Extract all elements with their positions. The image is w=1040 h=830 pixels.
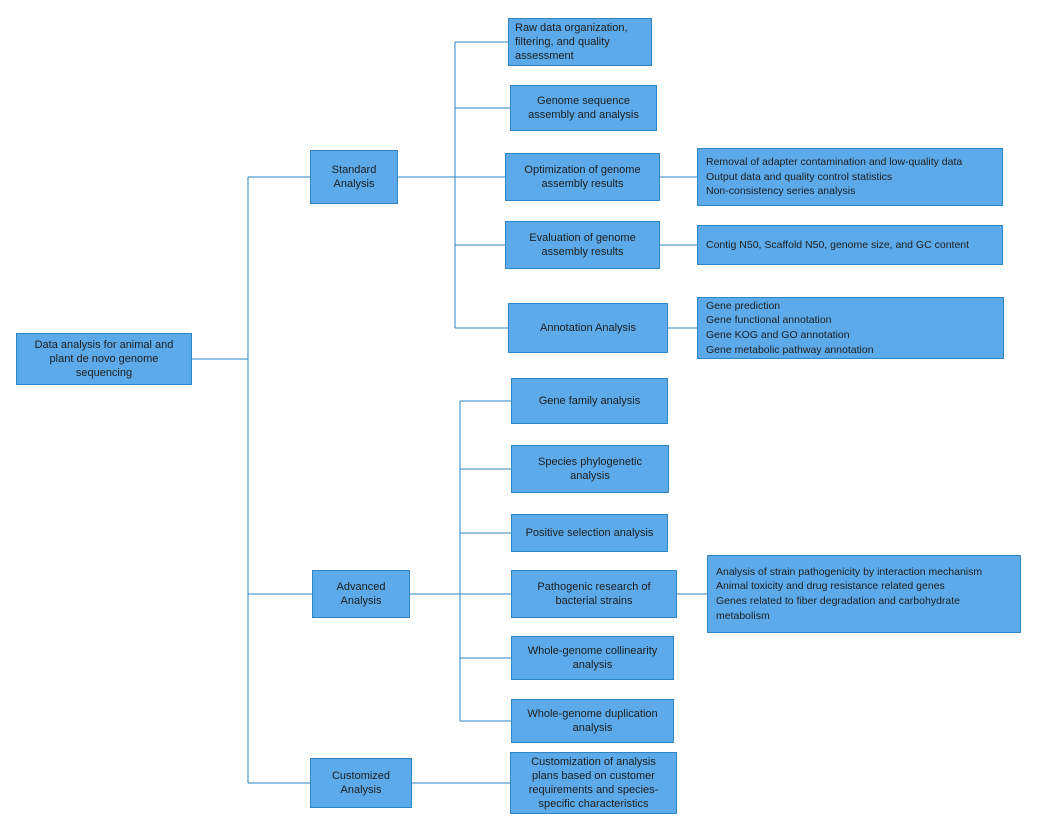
- node-customization-plans: Customization of analysis plans based on…: [510, 752, 677, 814]
- node-species-phylogenetic-analysis: Species phylogenetic analysis: [511, 445, 669, 493]
- detail-evaluation: Contig N50, Scaffold N50, genome size, a…: [697, 225, 1003, 265]
- node-whole-genome-duplication: Whole-genome duplication analysis: [511, 699, 674, 743]
- node-evaluation-assembly-results: Evaluation of genome assembly results: [505, 221, 660, 269]
- node-pathogenic-research: Pathogenic research of bacterial strains: [511, 570, 677, 618]
- node-positive-selection-analysis: Positive selection analysis: [511, 514, 668, 552]
- root-node: Data analysis for animal and plant de no…: [16, 333, 192, 385]
- node-gene-family-analysis: Gene family analysis: [511, 378, 668, 424]
- node-advanced-analysis: Advanced Analysis: [312, 570, 410, 618]
- detail-annotation: Gene prediction Gene functional annotati…: [697, 297, 1004, 359]
- node-standard-analysis: Standard Analysis: [310, 150, 398, 204]
- node-optimization-assembly-results: Optimization of genome assembly results: [505, 153, 660, 201]
- node-whole-genome-collinearity: Whole-genome collinearity analysis: [511, 636, 674, 680]
- node-annotation-analysis: Annotation Analysis: [508, 303, 668, 353]
- node-raw-data-organization: Raw data organization, filtering, and qu…: [508, 18, 652, 66]
- node-customized-analysis: Customized Analysis: [310, 758, 412, 808]
- detail-pathogenic-research: Analysis of strain pathogenicity by inte…: [707, 555, 1021, 633]
- node-genome-sequence-assembly: Genome sequence assembly and analysis: [510, 85, 657, 131]
- detail-optimization: Removal of adapter contamination and low…: [697, 148, 1003, 206]
